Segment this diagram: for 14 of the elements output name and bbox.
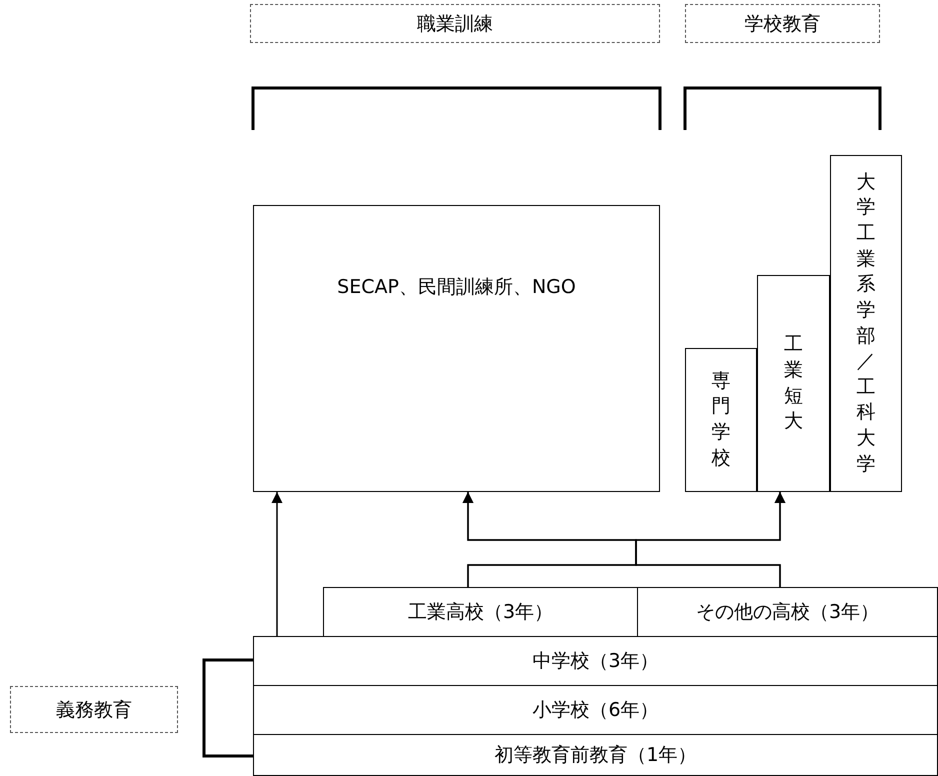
school-box: 小学校（6年） <box>253 685 938 735</box>
school-box: 大学工業系学部／工科大学 <box>830 155 902 492</box>
category-label: 学校教育 <box>685 4 880 43</box>
school-box: 初等教育前教育（1年） <box>253 734 938 776</box>
category-label: 義務教育 <box>10 686 178 733</box>
school-box: 工業高校（3年） <box>323 587 638 637</box>
arrow <box>635 492 786 587</box>
school-box: その他の高校（3年） <box>637 587 938 637</box>
school-box: 工業短大 <box>757 275 830 492</box>
school-box: 専門学校 <box>685 348 757 492</box>
category-label: 職業訓練 <box>250 4 660 43</box>
arrow <box>272 492 282 636</box>
institution-box: SECAP、民間訓練所、NGO <box>253 205 660 492</box>
school-box: 中学校（3年） <box>253 636 938 686</box>
